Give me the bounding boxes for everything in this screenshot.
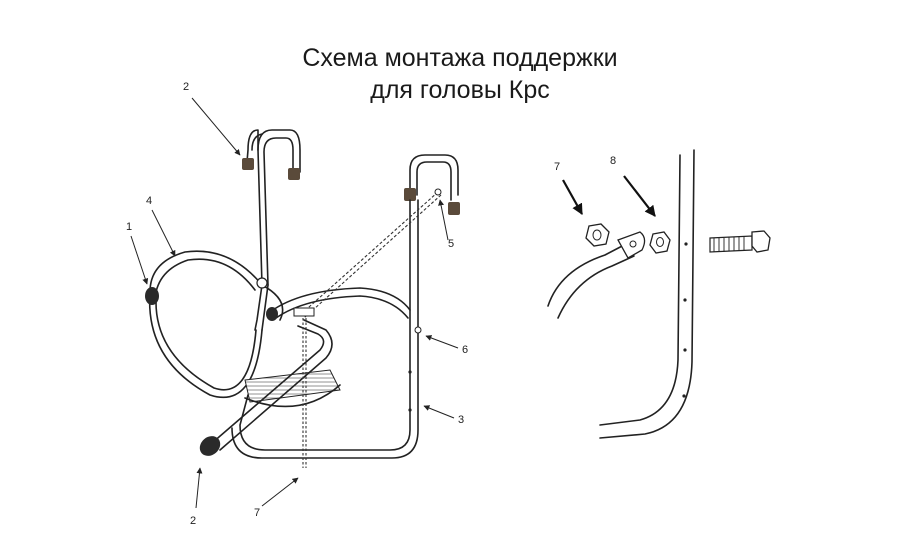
chain — [293, 188, 442, 468]
detail-view: 7 8 — [547, 149, 771, 439]
callout-2-top: 2 — [183, 81, 189, 93]
callout-8-detail: 8 — [610, 155, 616, 167]
chain-hook-icon — [434, 188, 442, 196]
long-handle — [199, 319, 333, 456]
end-cap-icon — [145, 287, 159, 305]
center-cradle — [244, 287, 411, 408]
callout-2-bottom: 2 — [190, 515, 196, 527]
callout-7-detail: 7 — [554, 161, 560, 173]
left-hook-frame — [242, 129, 301, 331]
rubber-tip-icon — [448, 202, 460, 215]
bolt-icon — [414, 326, 422, 334]
diagram-title: Схема монтажа поддержки для головы Крс — [250, 42, 670, 106]
right-hook-frame — [231, 154, 460, 459]
end-cap-icon — [266, 307, 278, 321]
callout-7-bottom: 7 — [254, 507, 260, 519]
rubber-tip-icon — [288, 168, 300, 180]
title-line-1: Схема монтажа поддержки — [302, 44, 618, 72]
rubber-tip-icon — [242, 158, 254, 170]
callout-3: 3 — [458, 414, 464, 426]
left-cradle — [145, 250, 284, 399]
washer-icon — [649, 231, 671, 254]
end-cap-icon — [199, 436, 221, 456]
nut-icon — [585, 223, 610, 247]
main-callouts: 2 4 1 5 6 3 2 7 — [126, 81, 468, 527]
callout-4: 4 — [146, 195, 152, 207]
chain-plate-icon — [293, 307, 315, 317]
callout-5: 5 — [448, 238, 454, 250]
title-line-2: для головы Крс — [370, 76, 550, 104]
bolt-icon — [709, 230, 771, 253]
callout-1: 1 — [126, 221, 132, 233]
rubber-tip-icon — [404, 188, 416, 201]
bolt-icon — [256, 277, 268, 289]
callout-6: 6 — [462, 344, 468, 356]
